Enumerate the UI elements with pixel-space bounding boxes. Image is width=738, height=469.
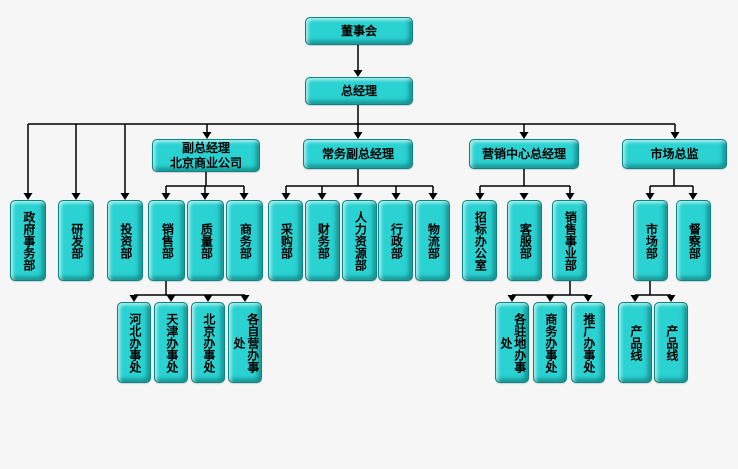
org-node-product-line-1: 产品线 xyxy=(618,302,652,383)
org-node-label: 产品线 xyxy=(664,324,679,361)
org-node-hebei-office: 河北办事处 xyxy=(117,302,151,383)
org-node-label: 采购部 xyxy=(279,222,294,259)
org-node-label: 财务部 xyxy=(316,222,331,259)
org-node-marketing-center-gm: 营销中心总经理 xyxy=(469,139,579,169)
org-node-label: 政府事务部 xyxy=(21,210,36,271)
org-node-finance-dept: 财务部 xyxy=(305,200,340,281)
org-node-label: 人力资源部 xyxy=(353,210,368,271)
org-node-rnd-dept: 研发部 xyxy=(58,200,94,281)
org-node-sales-dept: 销售部 xyxy=(148,200,185,281)
org-node-board: 董事会 xyxy=(305,17,413,45)
org-node-self-operated-offices: 各自营办事处 xyxy=(228,302,262,383)
org-node-market-director: 市场总监 xyxy=(622,139,727,169)
org-node-label: 总经理 xyxy=(340,83,377,98)
org-node-tianjin-office: 天津办事处 xyxy=(154,302,188,383)
org-node-supervision-dept: 督察部 xyxy=(676,200,711,281)
org-node-market-dept: 市场部 xyxy=(633,200,668,281)
org-node-label: 商务部 xyxy=(238,222,253,259)
org-node-promotion-office: 推广办事处 xyxy=(571,302,605,383)
org-node-government-affairs: 政府事务部 xyxy=(10,200,46,281)
org-node-investment-dept: 投资部 xyxy=(107,200,143,281)
org-node-customer-service: 客服部 xyxy=(507,200,542,281)
org-node-sales-division: 销售事业部 xyxy=(552,200,587,281)
org-node-label: 河北办事处 xyxy=(127,312,142,373)
org-node-label: 投资部 xyxy=(118,222,133,259)
org-node-admin-dept: 行政部 xyxy=(378,200,413,281)
org-node-beijing-office: 北京办事处 xyxy=(191,302,225,383)
org-node-label: 市场总监 xyxy=(650,146,699,161)
org-node-quality-dept: 质量部 xyxy=(187,200,224,281)
org-node-hr-dept: 人力资源部 xyxy=(342,200,377,281)
org-node-logistics-dept: 物流部 xyxy=(415,200,450,281)
org-node-product-line-2: 产品线 xyxy=(654,302,688,383)
org-node-label: 物流部 xyxy=(426,222,441,259)
org-node-label: 营销中心总经理 xyxy=(481,146,566,161)
org-node-label: 产品线 xyxy=(628,324,643,361)
org-node-executive-deputy-gm: 常务副总经理 xyxy=(303,139,413,169)
org-node-resident-offices: 各驻地办事处 xyxy=(495,302,529,383)
org-node-label: 各驻地办事处 xyxy=(499,312,527,373)
org-node-label: 北京办事处 xyxy=(201,312,216,373)
org-node-label: 研发部 xyxy=(69,222,84,259)
org-node-label: 各自营办事处 xyxy=(232,312,260,373)
org-node-label: 副总经理 北京商业公司 xyxy=(169,140,242,170)
org-node-deputy-gm-beijing: 副总经理 北京商业公司 xyxy=(152,139,260,172)
org-node-label: 推广办事处 xyxy=(581,312,596,373)
org-node-label: 市场部 xyxy=(644,222,659,259)
org-node-label: 销售部 xyxy=(160,222,175,259)
org-node-label: 行政部 xyxy=(389,222,404,259)
org-node-business-office: 商务办事处 xyxy=(533,302,567,383)
org-node-label: 督察部 xyxy=(687,222,702,259)
org-node-label: 客服部 xyxy=(518,222,533,259)
org-node-label: 天津办事处 xyxy=(164,312,179,373)
org-node-label: 销售事业部 xyxy=(563,210,578,271)
org-node-purchasing-dept: 采购部 xyxy=(268,200,303,281)
org-node-label: 常务副总经理 xyxy=(321,146,394,161)
org-node-label: 质量部 xyxy=(199,222,214,259)
org-node-bidding-office: 招标办公室 xyxy=(462,200,497,281)
org-node-commerce-dept: 商务部 xyxy=(226,200,263,281)
org-node-label: 商务办事处 xyxy=(543,312,558,373)
org-node-label: 董事会 xyxy=(340,23,377,38)
org-node-label: 招标办公室 xyxy=(473,210,488,271)
org-node-general-manager: 总经理 xyxy=(305,77,413,105)
